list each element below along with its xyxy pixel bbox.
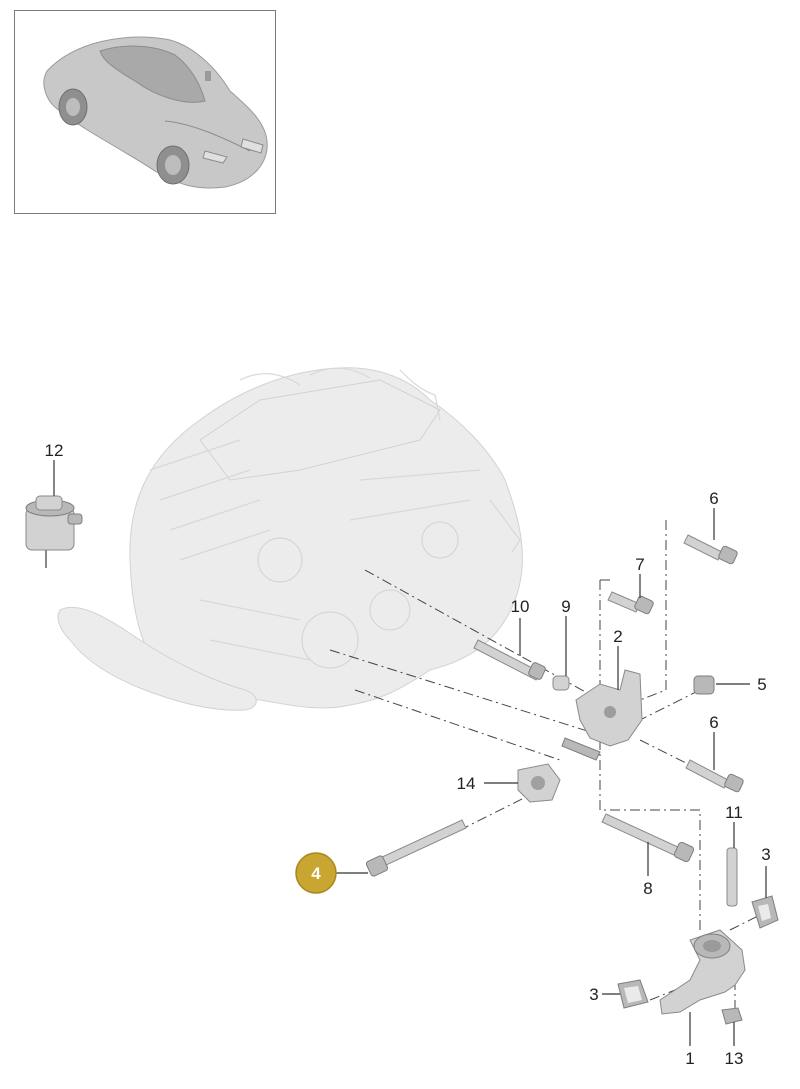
callout-14[interactable]: 14 [457,774,476,793]
part-5-nut-icon [693,675,715,695]
callout-labels: 12 6 7 10 9 2 5 6 14 11 3 8 3 1 13 [45,441,771,1068]
part-3-plate-lower-icon [617,979,649,1009]
part-14-mount-icon [517,763,561,803]
callout-4-highlight[interactable]: 4 [295,852,337,894]
vehicle-thumbnail[interactable] [14,10,276,214]
part-12-vacuum-unit-icon [25,495,83,568]
part-7-bolt-icon [607,591,654,615]
leader-lines [53,460,767,1046]
callout-2[interactable]: 2 [613,627,622,646]
part-4-through-bolt-icon [365,819,467,877]
callout-6-lower[interactable]: 6 [709,713,718,732]
car-overview-icon [43,36,268,189]
callout-10[interactable]: 10 [511,597,530,616]
highlight-badge[interactable] [295,852,337,894]
part-3-plate-upper-icon [751,895,779,929]
part-10-pin-icon [473,639,546,681]
callout-5[interactable]: 5 [757,675,766,694]
callout-3-upper[interactable]: 3 [761,845,770,864]
part-13-nut-icon [721,1007,743,1025]
callout-8[interactable]: 8 [643,879,652,898]
callout-9[interactable]: 9 [561,597,570,616]
part-2-bracket-icon [561,669,643,761]
engine-ghost-icon [57,367,523,711]
callout-6-upper[interactable]: 6 [709,489,718,508]
part-9-sleeve-icon [552,675,570,691]
callout-13[interactable]: 13 [725,1049,744,1068]
assembly-guide-lines [329,520,761,1010]
callout-4: 4 [311,864,321,883]
callout-1[interactable]: 1 [685,1049,694,1068]
callout-12[interactable]: 12 [45,441,64,460]
part-8-bolt-icon [601,813,695,863]
part-6-bolt-upper-icon [683,534,738,565]
callout-11[interactable]: 11 [725,803,743,822]
callout-7[interactable]: 7 [635,555,644,574]
part-1-engine-mount-icon [659,929,746,1015]
callout-3-lower[interactable]: 3 [589,985,598,1004]
part-11-stud-icon [726,847,738,907]
part-6-bolt-lower-icon [685,759,744,793]
